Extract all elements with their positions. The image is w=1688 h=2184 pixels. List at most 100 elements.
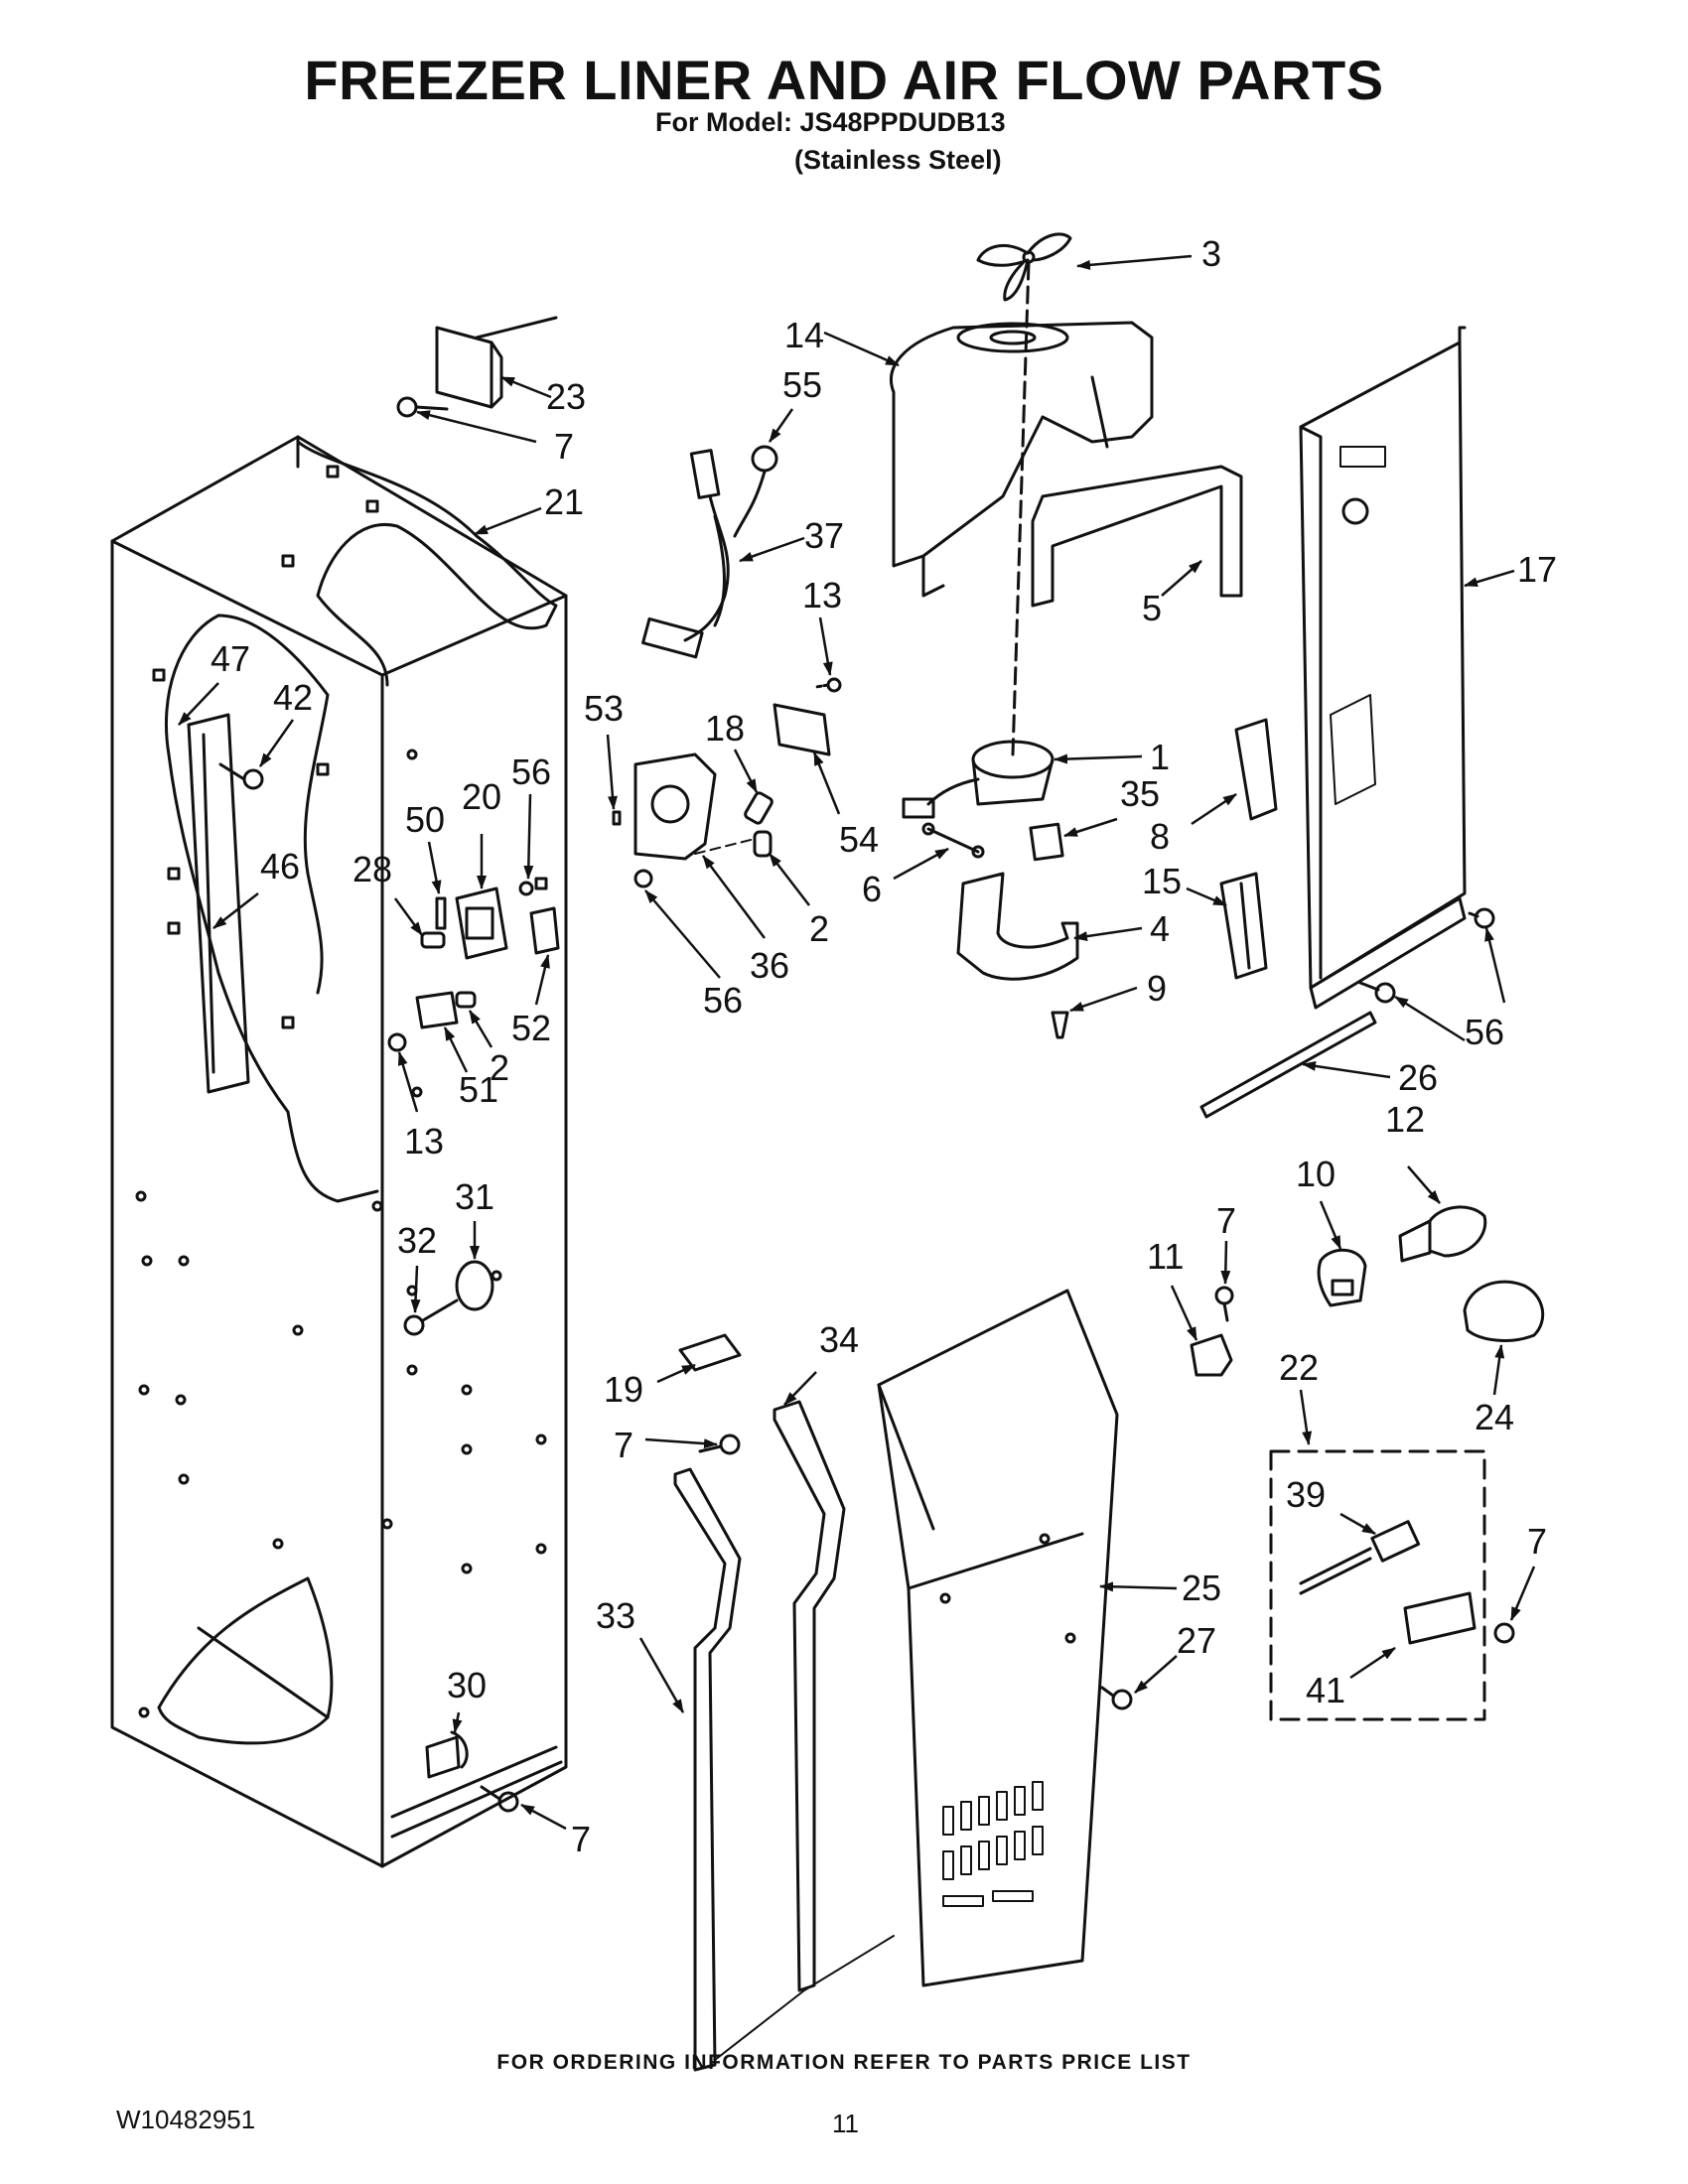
callout-25: 25 <box>1182 1568 1221 1608</box>
pin-part-53 <box>612 810 622 826</box>
leader-51 <box>443 1026 469 1073</box>
rail-part-33 <box>673 1467 742 2072</box>
leader-19 <box>656 1363 696 1384</box>
leader-32 <box>410 1265 421 1313</box>
ordering-note: FOR ORDERING INFORMATION REFER TO PARTS … <box>496 2051 1192 2074</box>
leader-8 <box>1191 792 1237 826</box>
callout-14: 14 <box>784 315 824 355</box>
spacer-part-2b <box>455 991 477 1009</box>
leader-37 <box>739 536 805 563</box>
leader-27 <box>1134 1655 1178 1694</box>
screw-part-42 <box>218 762 264 790</box>
screw-part-7a <box>396 396 449 418</box>
leader-30 <box>452 1711 463 1733</box>
callout-56c: 56 <box>1465 1012 1504 1052</box>
callout-13b: 13 <box>404 1121 444 1161</box>
leader-41 <box>1349 1646 1396 1680</box>
leader-13a <box>818 616 833 676</box>
leader-7b <box>1220 1240 1231 1285</box>
screw-part-7e <box>480 1785 519 1813</box>
leader-17 <box>1464 569 1515 588</box>
clip-part-52 <box>529 906 560 955</box>
leader-34 <box>783 1371 817 1406</box>
callout-35: 35 <box>1120 773 1160 814</box>
sensor-part-39 <box>1299 1520 1421 1595</box>
callout-18: 18 <box>705 708 745 749</box>
leader-25 <box>1099 1581 1178 1592</box>
leader-13b <box>397 1051 419 1113</box>
leader-18 <box>733 749 759 793</box>
board-part-51 <box>415 991 459 1029</box>
leader-56d <box>1394 995 1466 1042</box>
model-number: For Model: JS48PPDUDB13 <box>655 107 1006 137</box>
callout-10: 10 <box>1296 1154 1336 1194</box>
callout-7e: 7 <box>571 1819 591 1859</box>
finish-label: (Stainless Steel) <box>794 145 1002 175</box>
leader-12 <box>1407 1165 1441 1204</box>
damper-part-8 <box>1234 718 1278 821</box>
clip-part-11 <box>1190 1333 1233 1377</box>
fitting-part-18 <box>744 791 774 825</box>
callout-42: 42 <box>273 677 313 718</box>
document-number: W10482951 <box>116 2105 256 2134</box>
leader-11 <box>1170 1285 1198 1341</box>
light-lens-part <box>1463 1280 1545 1342</box>
screw-part-56a <box>518 881 534 896</box>
board-part-41 <box>1403 1591 1477 1645</box>
callout-47: 47 <box>211 638 250 679</box>
callout-3: 3 <box>1201 233 1221 274</box>
screw-part-27 <box>1100 1686 1133 1710</box>
callout-37: 37 <box>804 515 844 556</box>
clip-part-30 <box>425 1730 469 1779</box>
callout-50: 50 <box>405 799 445 840</box>
gasket-part <box>1031 465 1243 608</box>
callout-15: 15 <box>1142 861 1182 901</box>
leader-55 <box>768 408 794 443</box>
callout-2b: 2 <box>490 1047 509 1088</box>
callout-36: 36 <box>750 945 789 986</box>
callout-33: 33 <box>596 1595 635 1636</box>
diagram-title: FREEZER LINER AND AIR FLOW PARTS <box>304 49 1384 111</box>
screw-part-56d <box>1358 981 1396 1004</box>
leader-15 <box>1186 887 1227 907</box>
fan-motor-part <box>902 740 1055 819</box>
strip-part-26 <box>1199 1011 1377 1119</box>
callout-52: 52 <box>511 1008 551 1048</box>
bracket-part-20 <box>455 887 508 960</box>
leader-54 <box>812 751 841 815</box>
leader-14 <box>823 331 900 367</box>
leader-46 <box>212 892 259 929</box>
fan-shroud-part <box>890 321 1154 598</box>
callout-24: 24 <box>1475 1397 1514 1437</box>
damper-part-15 <box>1219 872 1268 980</box>
callout-4: 4 <box>1150 908 1170 949</box>
screw-part-13a <box>814 677 842 693</box>
leader-2a <box>769 853 810 906</box>
callout-51: 51 <box>459 1069 498 1110</box>
callout-6: 6 <box>862 869 882 909</box>
leader-39 <box>1339 1512 1376 1536</box>
screw-part-7d <box>1493 1622 1515 1644</box>
fan-blade-part <box>976 232 1072 302</box>
callout-56b: 56 <box>703 980 743 1021</box>
rear-panel-part <box>1299 326 1467 1010</box>
callout-23: 23 <box>546 376 586 417</box>
leader-10 <box>1319 1200 1342 1250</box>
callout-13a: 13 <box>802 575 842 615</box>
leader-53 <box>606 734 618 810</box>
leader-21 <box>474 506 542 536</box>
callout-9: 9 <box>1147 968 1167 1009</box>
callout-31: 31 <box>455 1176 494 1217</box>
callout-55: 55 <box>782 364 822 405</box>
callout-28: 28 <box>352 849 392 889</box>
seal-part-34 <box>773 1400 846 1992</box>
leader-7e <box>520 1803 567 1831</box>
wire-harness-part <box>641 445 778 659</box>
screw-part-56c <box>1468 907 1495 929</box>
callout-21: 21 <box>544 481 584 522</box>
leader-28 <box>393 897 424 936</box>
callout-27: 27 <box>1177 1620 1216 1661</box>
air-duct-panel-part <box>877 1289 1119 1987</box>
leader-4 <box>1073 926 1143 942</box>
leader-33 <box>638 1637 685 1713</box>
